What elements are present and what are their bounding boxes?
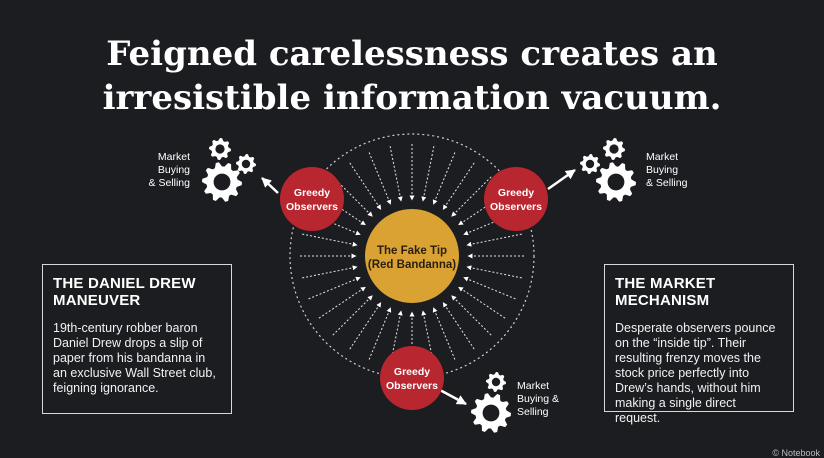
- inward-arrow: [368, 307, 392, 360]
- market-label-3-line-1: Market: [517, 380, 549, 392]
- fake-tip-label-line-1: The Fake Tip: [377, 245, 447, 257]
- inward-arrow: [451, 295, 492, 336]
- market-label-3-line-2: Buying &: [517, 393, 559, 405]
- market-mechanism-body-line: stock price perfectly into: [615, 366, 750, 380]
- inward-arrow: [421, 146, 435, 202]
- inward-arrow: [318, 286, 366, 319]
- inward-arrow: [332, 295, 373, 336]
- inward-arrow: [442, 302, 475, 350]
- inward-arrow: [466, 233, 522, 247]
- inward-arrow: [442, 162, 475, 210]
- inward-arrow: [432, 307, 456, 360]
- greedy-observers-node-2: [484, 167, 548, 231]
- arrow-observer-3-to-gears: [439, 388, 467, 406]
- market-mechanism-body-line: Desperate observers pounce: [615, 321, 776, 335]
- market-mechanism-body-line: Drew’s hands, without him: [615, 381, 761, 395]
- daniel-drew-panel-body: 19th-century robber baron Daniel Drew dr…: [53, 321, 221, 396]
- arrow-observer-2-to-gears: [547, 168, 576, 191]
- inward-arrow: [302, 233, 358, 247]
- observer-1-line-1: Greedy: [294, 187, 330, 199]
- inward-arrow: [451, 176, 492, 217]
- market-label-1-line-2: Buying: [158, 164, 190, 176]
- market-mechanism-body-line: making a single direct request.: [615, 396, 736, 425]
- gear-icon: [471, 372, 511, 433]
- daniel-drew-title-line-1: The Daniel Drew: [53, 275, 196, 292]
- market-mechanism-body-line: on the “inside tip”. Their: [615, 336, 747, 350]
- fake-tip-label-line-2: (Red Bandanna): [368, 259, 456, 271]
- title-line-2: irresistible information vacuum.: [102, 78, 722, 118]
- watermark: © Notebook: [772, 448, 820, 458]
- market-mechanism-panel-body: Desperate observers pounce on the “insid…: [615, 321, 783, 426]
- inward-arrow: [302, 265, 358, 279]
- gear-icon: [202, 138, 256, 202]
- observer-1-line-2: Observers: [286, 201, 338, 213]
- market-mechanism-title-line-2: Mechanism: [615, 292, 710, 309]
- observer-2-line-2: Observers: [490, 201, 542, 213]
- inward-arrow: [349, 162, 382, 210]
- inward-arrow: [349, 302, 382, 350]
- daniel-drew-body-line: an exclusive Wall Street club,: [53, 366, 216, 380]
- inward-arrow: [389, 146, 403, 202]
- daniel-drew-body-line: feigning ignorance.: [53, 381, 159, 395]
- title-line-1: Feigned carelessness creates an: [106, 34, 718, 74]
- observer-2-line-1: Greedy: [498, 187, 534, 199]
- market-label-3-line-3: Selling: [517, 406, 549, 418]
- daniel-drew-panel-title: The Daniel Drew Maneuver: [53, 275, 221, 309]
- inward-arrow: [466, 265, 522, 279]
- greedy-observers-node-1: [280, 167, 344, 231]
- inward-arrow: [463, 276, 516, 300]
- market-mechanism-body-line: resulting frenzy moves the: [615, 351, 761, 365]
- fake-tip-node: [365, 209, 459, 303]
- market-label-1-line-3: & Selling: [149, 177, 191, 189]
- observer-3-line-1: Greedy: [394, 366, 430, 378]
- inward-arrow: [368, 152, 392, 205]
- market-label-2-line-2: Buying: [646, 164, 678, 176]
- market-mechanism-panel: The Market Mechanism Desperate observers…: [604, 264, 794, 425]
- page-title: Feigned carelessness creates an irresist…: [0, 32, 824, 120]
- market-label-2-line-1: Market: [646, 151, 678, 163]
- arrow-observer-1-to-gears: [261, 177, 279, 194]
- gear-icon: [580, 138, 636, 202]
- market-mechanism-title-line-1: The Market: [615, 275, 716, 292]
- daniel-drew-panel: The Daniel Drew Maneuver 19th-century ro…: [42, 264, 232, 414]
- market-label-2-line-3: & Selling: [646, 177, 688, 189]
- inward-arrow: [432, 152, 456, 205]
- market-mechanism-panel-title: The Market Mechanism: [615, 275, 783, 309]
- market-label-1-line-1: Market: [158, 151, 190, 163]
- greedy-observers-node-3: [380, 346, 444, 410]
- inward-arrow: [458, 286, 506, 319]
- daniel-drew-body-line: paper from his bandanna in: [53, 351, 206, 365]
- daniel-drew-title-line-2: Maneuver: [53, 292, 141, 309]
- inward-arrow: [308, 276, 361, 300]
- observer-3-line-2: Observers: [386, 380, 438, 392]
- daniel-drew-body-line: 19th-century robber baron: [53, 321, 198, 335]
- daniel-drew-body-line: Daniel Drew drops a slip of: [53, 336, 203, 350]
